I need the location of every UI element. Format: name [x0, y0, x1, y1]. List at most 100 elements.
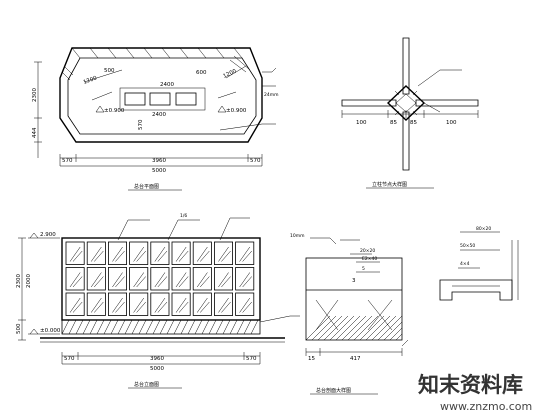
- hatch-line: [89, 319, 98, 335]
- hatch-line: [215, 319, 224, 335]
- plan-note: 24mm: [264, 92, 279, 98]
- glass-reflection: [154, 272, 166, 288]
- glass-reflection: [115, 250, 125, 262]
- plan-elevation-mark: ±0.900: [226, 108, 247, 114]
- glass-reflection: [154, 246, 166, 262]
- hatch-line: [68, 319, 77, 335]
- glass-reflection: [221, 301, 231, 313]
- hatch-line: [145, 319, 154, 335]
- hatch-line: [317, 315, 343, 341]
- glass-reflection: [242, 301, 252, 313]
- glass-panel: [86, 241, 106, 265]
- plan-view: 1200 500 1200 2400 2400 600 570 ±0.900 ±…: [32, 47, 279, 191]
- hatch-line: [180, 319, 189, 335]
- watermark-url: www.znzmo.com: [440, 400, 532, 413]
- glass-reflection: [112, 246, 123, 262]
- base-hatch: [61, 319, 259, 335]
- profile-label: 4×4: [460, 261, 470, 267]
- hatch-line: [131, 319, 140, 335]
- hatch-line: [347, 315, 373, 341]
- glass-reflection: [136, 250, 146, 262]
- glass-panel: [150, 267, 170, 291]
- glass-reflection: [239, 297, 251, 313]
- glass-reflection: [196, 246, 208, 262]
- glass-reflection: [94, 276, 104, 288]
- glass-reflection: [178, 276, 189, 288]
- glass-panel: [150, 241, 170, 265]
- glass-reflection: [200, 301, 210, 313]
- elev-bottom-mark: ±0.000: [40, 328, 61, 334]
- glass-reflection: [178, 250, 189, 262]
- hatch-line: [110, 319, 119, 335]
- glass-reflection: [157, 276, 168, 288]
- section-dim: 417: [350, 356, 361, 362]
- glass-reflection: [112, 297, 123, 313]
- glass-reflection: [242, 276, 252, 288]
- glass-panel: [171, 267, 191, 291]
- section-mark: 3: [352, 278, 356, 284]
- hatch-line: [194, 319, 203, 335]
- hatch-line: [383, 321, 403, 341]
- glass-panel: [129, 267, 149, 291]
- glass-panel: [192, 292, 212, 316]
- node-dim: 85: [410, 120, 417, 126]
- glass-reflection: [90, 272, 102, 288]
- section-label: 10mm: [290, 233, 305, 239]
- node-dim: 100: [356, 120, 367, 126]
- glass-reflection: [72, 276, 83, 288]
- glass-panel: [129, 241, 149, 265]
- glass-panel-grid: [65, 241, 255, 316]
- elev-dim-left: 2300: [16, 274, 22, 288]
- hatch-line: [371, 315, 397, 341]
- node-dim: 100: [446, 120, 457, 126]
- plan-caption: 总台平面图: [134, 183, 159, 190]
- hatch-line: [243, 319, 252, 335]
- hatch-line: [152, 319, 161, 335]
- section-dim: 15: [308, 356, 315, 362]
- hatch-line: [305, 315, 331, 341]
- glass-reflection: [154, 297, 166, 313]
- glass-reflection: [94, 301, 104, 313]
- elev-top-mark: 2.900: [40, 232, 56, 238]
- glass-reflection: [133, 272, 145, 288]
- column-node-detail: 100 85 85 100 立柱节点大样图: [341, 37, 479, 189]
- glass-reflection: [133, 297, 145, 313]
- plan-interior-dim: 570: [138, 119, 144, 130]
- plan-elevation-mark: ±0.900: [104, 108, 125, 114]
- elev-dim-left: 500: [16, 323, 22, 334]
- hatch-line: [208, 319, 217, 335]
- glass-panel: [235, 292, 255, 316]
- glass-panel: [171, 292, 191, 316]
- glass-reflection: [175, 272, 187, 288]
- glass-reflection: [242, 250, 252, 262]
- plan-dim-left: 444: [32, 127, 38, 138]
- hatch-line: [335, 315, 361, 341]
- hatch-line: [187, 319, 196, 335]
- glass-panel: [192, 241, 212, 265]
- hatch-line: [341, 315, 367, 341]
- hatch-line: [103, 319, 112, 335]
- plan-interior-dim: 1200: [222, 68, 238, 80]
- plan-interior-dim: 2400: [160, 82, 174, 88]
- glass-panel: [108, 267, 128, 291]
- glass-panel: [108, 292, 128, 316]
- plan-interior-dim: 600: [196, 70, 207, 76]
- glass-reflection: [218, 272, 229, 288]
- hatch-line: [61, 319, 70, 335]
- hatch-line: [250, 319, 259, 335]
- elev-caption: 总台立面图: [134, 381, 159, 388]
- glass-panel: [65, 292, 85, 316]
- glass-reflection: [136, 301, 146, 313]
- hatch-line: [96, 319, 105, 335]
- glass-panel: [235, 267, 255, 291]
- section-label: 5: [362, 266, 365, 272]
- glass-reflection: [72, 301, 83, 313]
- hatch-line: [124, 319, 133, 335]
- hatch-line: [359, 315, 385, 341]
- glass-reflection: [94, 250, 104, 262]
- glass-reflection: [200, 250, 210, 262]
- plan-interior-dim: 500: [104, 68, 115, 74]
- glass-panel: [171, 241, 191, 265]
- hatch-line: [401, 339, 409, 347]
